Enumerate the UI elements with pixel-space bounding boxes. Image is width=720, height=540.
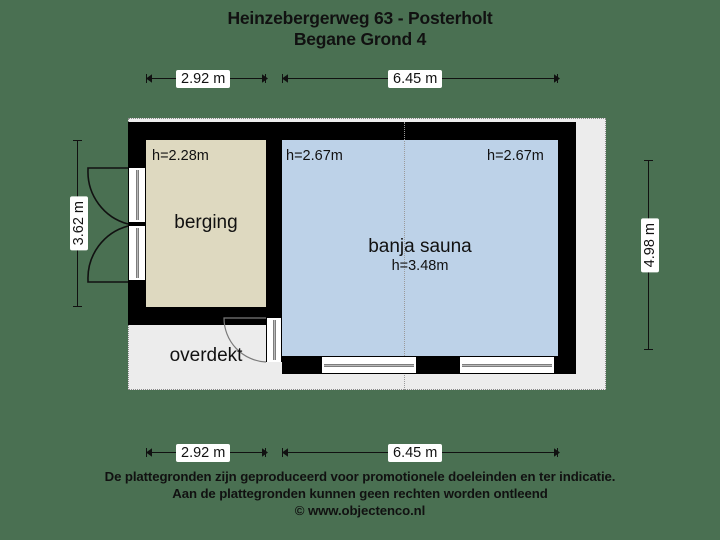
dim-top-left-arrow-left — [146, 74, 152, 83]
footer-line-1: De plattegronden zijn geproduceerd voor … — [104, 469, 616, 484]
dim-bottom-left-arrow-left — [146, 448, 152, 457]
dim-bottom-right-label: 6.45 m — [388, 444, 443, 462]
footer-disclaimer: De plattegronden zijn geproduceerd voor … — [0, 468, 720, 519]
berging-name-label: berging — [174, 212, 238, 233]
wall-top — [128, 122, 576, 140]
door-berging-swing-arc-upper — [87, 167, 129, 225]
dim-top-right-label: 6.45 m — [388, 70, 443, 88]
footer-line-2: Aan de plattegronden kunnen geen rechten… — [172, 486, 548, 501]
sauna-name-label: banja sauna — [368, 236, 472, 257]
dim-bottom-left-arrow-right — [262, 448, 268, 457]
footer-line-3: © www.objectenco.nl — [294, 503, 426, 518]
door-berging-swing-arc-lower — [87, 225, 129, 283]
room-banja-sauna — [282, 140, 558, 356]
dim-top-right-arrow-right — [554, 74, 560, 83]
door-berging-leaf-upper[interactable] — [128, 168, 146, 222]
wall-right — [558, 122, 576, 374]
sauna-height-label: h=3.48m — [391, 258, 449, 274]
wall-berging-bottom — [128, 307, 282, 325]
dim-top-left-arrow-right — [262, 74, 268, 83]
window-sauna-left[interactable] — [322, 356, 416, 374]
dim-right-label: 4.98 m — [641, 218, 659, 273]
dim-top-right-arrow-left — [282, 74, 288, 83]
sauna-divider-dots — [404, 122, 405, 390]
berging-height-label: h=2.28m — [152, 148, 209, 164]
page-title: Heinzebergerweg 63 - Posterholt Begane G… — [0, 8, 720, 50]
dim-right-tick-bottom — [644, 349, 653, 350]
sauna-ceiling-left-label: h=2.67m — [286, 148, 343, 164]
window-sauna-right[interactable] — [460, 356, 554, 374]
dim-bottom-right-arrow-left — [282, 448, 288, 457]
dim-bottom-left-label: 2.92 m — [176, 444, 231, 462]
sauna-ceiling-right-label: h=2.67m — [487, 148, 544, 164]
title-line-address: Heinzebergerweg 63 - Posterholt — [227, 8, 493, 28]
dim-bottom-right-arrow-right — [554, 448, 560, 457]
title-line-floor: Begane Grond 4 — [293, 29, 427, 49]
door-sauna-leaf[interactable] — [266, 318, 282, 362]
dim-top-left-label: 2.92 m — [176, 70, 231, 88]
wall-partition — [266, 122, 282, 325]
dim-right-tick-top — [644, 160, 653, 161]
door-berging-leaf-lower[interactable] — [128, 226, 146, 280]
door-sauna-swing-arc — [223, 317, 267, 363]
dim-left-tick-top — [73, 140, 82, 141]
room-berging — [146, 140, 266, 307]
overdekt-name-label: overdekt — [169, 345, 243, 366]
dim-left-tick-bottom — [73, 306, 82, 307]
